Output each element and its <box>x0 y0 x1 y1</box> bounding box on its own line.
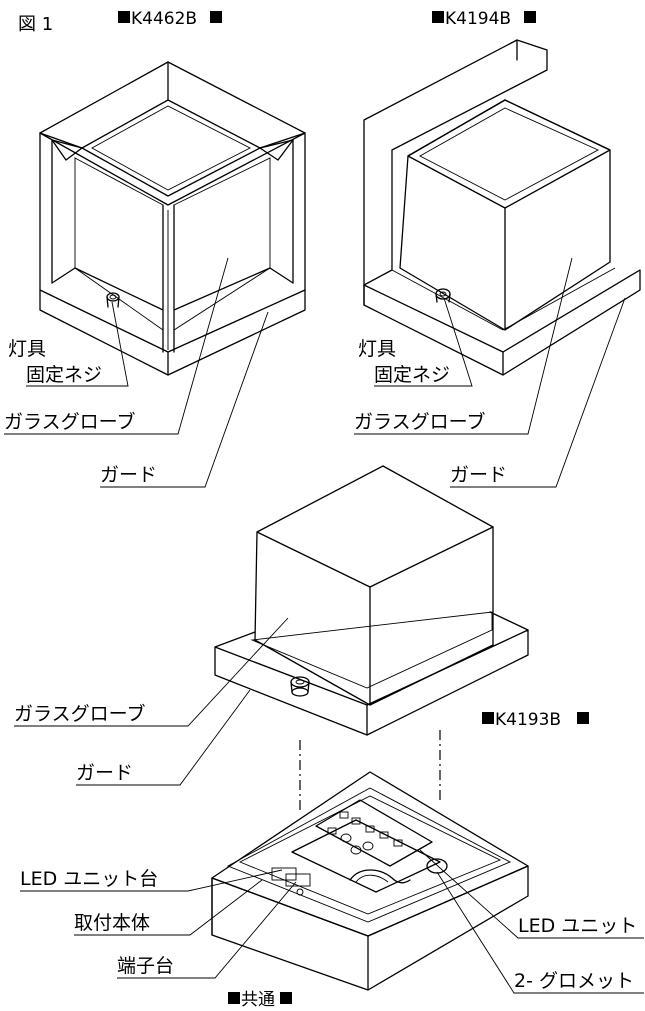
svg-text:ガラスグローブ: ガラスグローブ <box>354 410 485 433</box>
square-marker-icon <box>118 11 130 23</box>
svg-text:灯具: 灯具 <box>8 338 46 360</box>
svg-text:ガラスグローブ: ガラスグローブ <box>14 702 145 725</box>
svg-text:LED ユニット: LED ユニット <box>518 915 637 937</box>
callout-guard-k4193b: ガード <box>76 689 251 786</box>
fixture-screw-icon <box>106 292 120 308</box>
callout-body: 取付本体 <box>74 879 263 936</box>
fixture-k4462b-drawing <box>39 61 306 376</box>
svg-text:固定ネジ: 固定ネジ <box>26 364 102 386</box>
svg-text:ガード: ガード <box>450 464 507 486</box>
svg-text:ガード: ガード <box>76 762 133 784</box>
callout-led-unit-base: LED ユニット台 <box>20 868 283 892</box>
fixture-k4194b-drawing <box>363 39 641 376</box>
callout-fixture-screw-k4194b: 灯具 固定ネジ <box>358 297 473 387</box>
model-label-k4193b: K4193B <box>482 710 589 730</box>
svg-text:取付本体: 取付本体 <box>74 912 150 934</box>
callout-grommet: 2- グロメット <box>436 871 644 994</box>
square-marker-icon <box>210 11 222 23</box>
model-label-k4194b: K4194B <box>432 9 536 29</box>
square-marker-icon <box>524 11 536 23</box>
callout-glass-globe-k4462b: ガラスグローブ <box>4 257 229 435</box>
callout-guard-k4194b: ガード <box>450 297 626 488</box>
callout-terminal-block: 端子台 <box>117 881 297 979</box>
model-label-common: 共通 <box>228 990 292 1010</box>
square-marker-icon <box>577 712 589 724</box>
svg-text:2- グロメット: 2- グロメット <box>514 970 634 992</box>
callout-glass-globe-k4193b: ガラスグローブ <box>14 617 289 727</box>
svg-text:灯具: 灯具 <box>358 338 396 360</box>
callout-guard-k4462b: ガード <box>100 311 269 488</box>
figure-label: 図 1 <box>18 14 53 35</box>
svg-text:ガード: ガード <box>100 464 157 486</box>
square-marker-icon <box>432 11 444 23</box>
callout-led-unit: LED ユニット <box>419 849 644 939</box>
model-name: 共通 <box>241 990 275 1010</box>
model-name: K4194B <box>445 9 511 29</box>
fixture-screw-icon <box>290 676 310 697</box>
svg-text:固定ネジ: 固定ネジ <box>374 364 450 386</box>
model-name: K4193B <box>495 710 561 730</box>
square-marker-icon <box>482 712 494 724</box>
model-label-k4462b: K4462B <box>118 9 222 29</box>
callout-fixture-screw-k4462b: 灯具 固定ネジ <box>8 301 129 387</box>
square-marker-icon <box>280 992 292 1004</box>
svg-text:ガラスグローブ: ガラスグローブ <box>4 410 135 433</box>
fixture-screw-icon <box>435 288 451 303</box>
model-name: K4462B <box>131 9 197 29</box>
callout-glass-globe-k4194b: ガラスグローブ <box>354 257 573 435</box>
svg-text:LED ユニット台: LED ユニット台 <box>20 868 158 890</box>
fixture-k4193b-drawing <box>214 465 529 736</box>
square-marker-icon <box>228 992 240 1004</box>
svg-text:端子台: 端子台 <box>117 955 174 977</box>
common-body-drawing <box>211 771 529 991</box>
